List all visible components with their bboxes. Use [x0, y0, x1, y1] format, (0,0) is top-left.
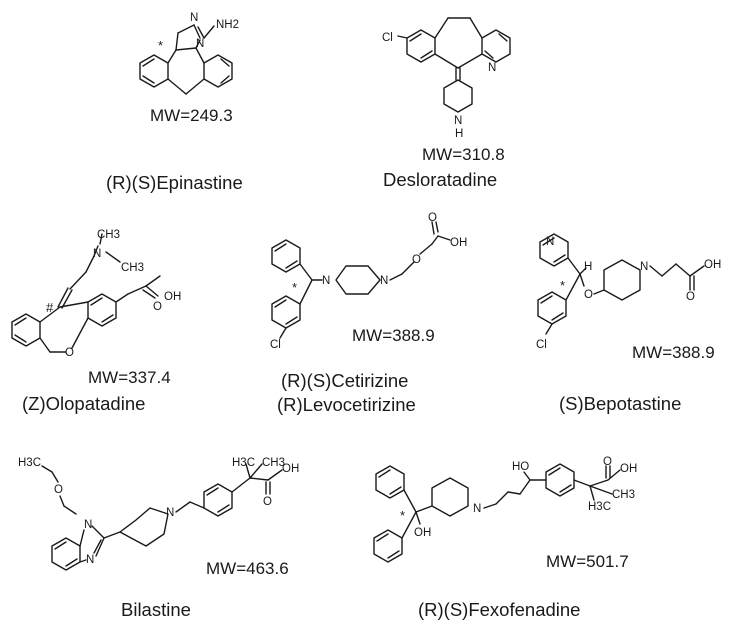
- cetirizine-bonds: [271, 221, 451, 339]
- desloratadine-n-piperidine: N: [454, 115, 462, 127]
- structure-desloratadine: Cl N N H MW=310.8 Desloratadine: [382, 17, 511, 190]
- structure-cetirizine: * N N O O OH Cl MW=388.9 (R)(S)Cetirizin…: [270, 212, 467, 415]
- bilastine-h3c-ethoxy: H3C: [18, 457, 41, 469]
- olopatadine-bonds: [11, 233, 161, 353]
- cetirizine-n1: N: [322, 275, 330, 287]
- bilastine-oh: OH: [282, 463, 299, 475]
- epinastine-chiral-mark: *: [158, 38, 163, 53]
- epinastine-name: (R)(S)Epinastine: [106, 172, 243, 193]
- epinastine-mw: MW=249.3: [150, 106, 233, 125]
- fexofenadine-oh-carbinol: OH: [414, 527, 431, 539]
- bepotastine-oh: OH: [704, 259, 721, 271]
- cetirizine-ether-o: O: [412, 254, 421, 266]
- fexofenadine-ch3: CH3: [612, 489, 635, 501]
- cetirizine-mw: MW=388.9: [352, 326, 435, 345]
- structure-bilastine: H3C O N N N H3C CH3 O OH MW=463.6 Bilast…: [18, 457, 299, 620]
- fexofenadine-chiral-mark: *: [400, 508, 405, 523]
- structure-epinastine: N N NH2 * MW=249.3 (R)(S)Epinastine: [106, 12, 243, 193]
- fexofenadine-ho-chain: HO: [512, 461, 529, 473]
- bilastine-carbonyl-o: O: [263, 496, 272, 508]
- olopatadine-carbonyl-o: O: [153, 301, 162, 313]
- bepotastine-carbonyl-o: O: [686, 291, 695, 303]
- olopatadine-z-mark: #: [46, 300, 54, 315]
- epinastine-n-ring: N: [196, 38, 204, 50]
- cetirizine-chiral-mark: *: [292, 280, 297, 295]
- olopatadine-mw: MW=337.4: [88, 368, 171, 387]
- epinastine-bonds: [139, 24, 233, 95]
- desloratadine-mw: MW=310.8: [422, 145, 505, 164]
- epinastine-nh2: NH2: [216, 19, 239, 31]
- desloratadine-nh-h: H: [455, 128, 463, 140]
- cetirizine-n4: N: [380, 275, 388, 287]
- structure-olopatadine: CH3 N CH3 # OH O O MW=337.4 (Z)Olopatadi…: [11, 229, 181, 414]
- olopatadine-oh: OH: [164, 291, 181, 303]
- bilastine-ch3: CH3: [262, 457, 285, 469]
- cetirizine-name: (R)(S)Cetirizine: [281, 370, 408, 391]
- olopatadine-ch3-top: CH3: [97, 229, 120, 241]
- desloratadine-cl: Cl: [382, 32, 393, 44]
- bilastine-mw: MW=463.6: [206, 559, 289, 578]
- olopatadine-ch3-right: CH3: [121, 262, 144, 274]
- epinastine-n-imine: N: [190, 12, 198, 24]
- bilastine-n3: N: [86, 554, 94, 566]
- structure-fexofenadine: * OH N HO O OH CH3 H3C MW=501.7 (R)(S)Fe…: [373, 456, 637, 620]
- levocetirizine-name: (R)Levocetirizine: [277, 394, 416, 415]
- bepotastine-ether-o: O: [584, 289, 593, 301]
- bilastine-bonds: [41, 463, 283, 571]
- bilastine-n-piperidine: N: [166, 507, 174, 519]
- fexofenadine-h3c: H3C: [588, 501, 611, 513]
- bepotastine-bonds: [537, 233, 705, 335]
- cetirizine-carbonyl-o: O: [428, 212, 437, 224]
- bepotastine-n-piperidine: N: [640, 261, 648, 273]
- bilastine-n1: N: [84, 519, 92, 531]
- olopatadine-name: (Z)Olopatadine: [22, 393, 145, 414]
- bepotastine-name: (S)Bepotastine: [559, 393, 681, 414]
- bilastine-h3c: H3C: [232, 457, 255, 469]
- bepotastine-mw: MW=388.9: [632, 343, 715, 362]
- desloratadine-name: Desloratadine: [383, 169, 497, 190]
- structure-bepotastine: N H * O N O OH Cl MW=388.9 (S)Bepotastin…: [536, 233, 721, 414]
- bilastine-ether-o: O: [54, 484, 63, 496]
- olopatadine-n: N: [93, 248, 101, 260]
- fexofenadine-n-piperidine: N: [473, 503, 481, 515]
- fexofenadine-oh-acid: OH: [620, 463, 637, 475]
- bepotastine-chiral-mark: *: [560, 278, 565, 293]
- fexofenadine-name: (R)(S)Fexofenadine: [418, 599, 580, 620]
- bepotastine-n-pyridine: N: [546, 236, 554, 248]
- bilastine-name: Bilastine: [121, 599, 191, 620]
- cetirizine-oh: OH: [450, 237, 467, 249]
- bepotastine-h: H: [584, 261, 592, 273]
- fexofenadine-mw: MW=501.7: [546, 552, 629, 571]
- cetirizine-cl: Cl: [270, 339, 281, 351]
- olopatadine-ring-o: O: [65, 347, 74, 359]
- fexofenadine-carbonyl-o: O: [603, 456, 612, 468]
- bepotastine-cl: Cl: [536, 339, 547, 351]
- fexofenadine-bonds: [373, 463, 621, 563]
- desloratadine-n-pyridine: N: [488, 62, 496, 74]
- desloratadine-bonds: [397, 17, 511, 113]
